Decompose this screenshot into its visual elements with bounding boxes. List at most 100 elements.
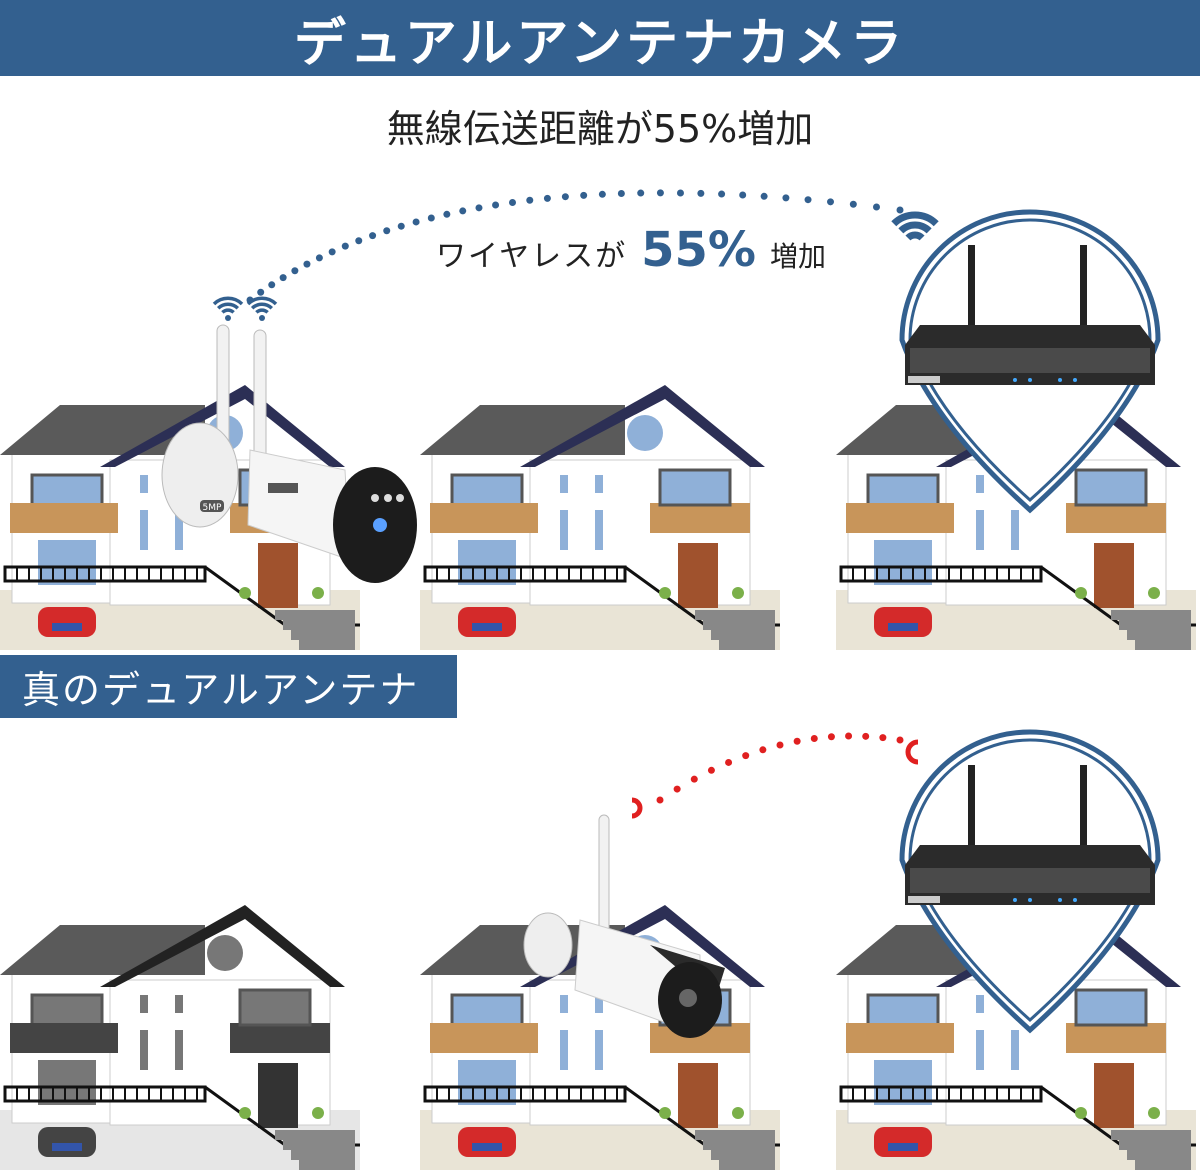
house-stair: [1111, 1130, 1191, 1140]
house-stair: [275, 1130, 355, 1140]
wifi-arc: [246, 296, 278, 306]
house-window: [450, 473, 524, 509]
camera-lens: [373, 518, 387, 532]
house-stair: [719, 1160, 775, 1170]
house-door: [1094, 543, 1134, 608]
wifi-icon: [891, 211, 939, 241]
signal-dot: [827, 198, 835, 206]
house-balcony: [430, 503, 538, 533]
house-window: [1074, 988, 1148, 1027]
car: [874, 607, 932, 637]
section-label: 真のデュアルアンテナ: [0, 655, 457, 718]
house-small-window: [560, 995, 568, 1013]
nvr-antenna: [1080, 765, 1087, 845]
signal-dot: [879, 734, 887, 742]
signal-dot: [804, 196, 812, 204]
house-small-window: [560, 1030, 568, 1070]
house-small-window: [976, 995, 984, 1013]
house-stair: [1135, 640, 1191, 650]
house-window: [30, 473, 104, 509]
signal-dot: [725, 758, 733, 766]
house-lower-window: [38, 1060, 96, 1105]
wifi-arc: [255, 308, 269, 314]
house-plant: [239, 587, 251, 599]
house-small-window: [140, 1030, 148, 1070]
house-stair: [1119, 1140, 1191, 1150]
signal-dot: [279, 274, 287, 282]
wifi-arc: [250, 302, 274, 310]
signal-dot: [759, 746, 767, 754]
house-small-window: [976, 475, 984, 493]
signal-dot: [656, 189, 664, 197]
house-small-window: [140, 475, 148, 493]
house-plant: [239, 1107, 251, 1119]
house-balcony: [1066, 503, 1166, 533]
header-banner: デュアルアンテナカメラ: [0, 0, 1200, 76]
signal-dot: [561, 193, 569, 201]
nvr-front-panel: [910, 348, 1150, 373]
signal-dot: [637, 189, 645, 197]
house-small-window: [1011, 1030, 1019, 1070]
house-gable-roof: [100, 905, 345, 987]
signal-dot: [475, 204, 483, 212]
house-plant: [1148, 1107, 1160, 1119]
house-stair: [719, 640, 775, 650]
house-small-window: [595, 1030, 603, 1070]
signal-dot: [291, 267, 299, 275]
car-plate: [52, 1143, 82, 1151]
house-balcony: [846, 503, 954, 533]
camera-badge: [200, 500, 224, 512]
signal-dot: [872, 203, 880, 211]
nvr-led: [1028, 898, 1032, 902]
house-stair: [711, 1150, 775, 1160]
signal-dot: [676, 189, 684, 197]
house-plant: [1075, 1107, 1087, 1119]
house-balcony: [1066, 1023, 1166, 1053]
signal-dot: [303, 260, 311, 268]
single-antenna-camera: [523, 814, 725, 1038]
signal-dot: [459, 207, 467, 215]
signal-dot: [427, 214, 435, 222]
wifi-arc: [898, 221, 932, 234]
signal-dot: [383, 227, 391, 235]
house-stair: [1127, 630, 1191, 640]
section-label-text: 真のデュアルアンテナ: [22, 668, 420, 712]
house-plant: [1148, 587, 1160, 599]
signal-dot: [526, 196, 534, 204]
house-round-window: [627, 415, 663, 451]
nvr-antenna: [968, 245, 975, 325]
house-stair: [299, 640, 355, 650]
house-stair: [283, 620, 355, 630]
signal-dot: [268, 281, 276, 289]
house-stair: [275, 610, 355, 620]
wifi-arc: [216, 302, 240, 310]
signal-dot: [617, 190, 625, 198]
house-small-window: [140, 995, 148, 1013]
house-small-window: [595, 475, 603, 493]
house-plant: [659, 587, 671, 599]
house-plant: [312, 1107, 324, 1119]
nvr-pin: [899, 729, 1161, 1034]
nvr-led: [1058, 378, 1062, 382]
car-plate: [472, 623, 502, 631]
wireless-suffix: 増加: [770, 240, 827, 273]
camera-mount: [523, 912, 573, 978]
nvr-antenna: [968, 765, 975, 845]
house-lower-window: [874, 1060, 932, 1105]
camera-badge-text: 5MP: [203, 503, 222, 513]
signal-icon: [631, 797, 643, 819]
signal-icon: [905, 739, 919, 765]
signal-dot: [862, 732, 870, 740]
signal-dot: [509, 199, 516, 206]
signal-dot: [782, 194, 790, 202]
signal-dot: [697, 189, 705, 197]
signal-dot: [827, 733, 835, 741]
house-plant: [732, 1107, 744, 1119]
nvr-logo: [908, 376, 940, 383]
car: [458, 1127, 516, 1157]
pin-inner-outline: [908, 218, 1152, 503]
camera-lens: [679, 989, 697, 1007]
signal-dot: [673, 785, 681, 793]
